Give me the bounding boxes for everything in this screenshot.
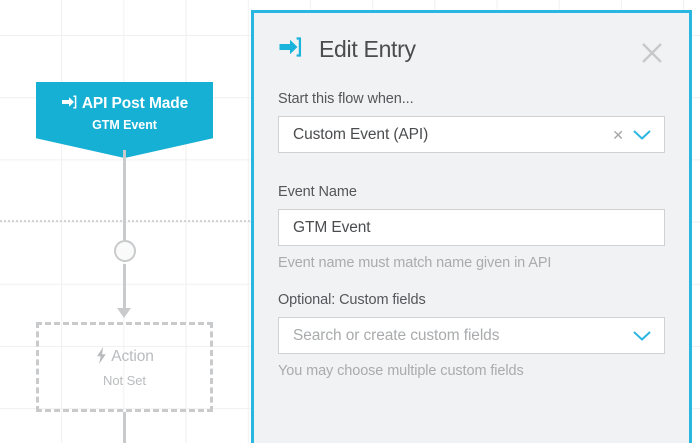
panel-header: Edit Entry <box>278 31 665 67</box>
clear-x-icon[interactable]: ✕ <box>612 126 624 143</box>
field-group-event-name: Event Name GTM Event Event name must mat… <box>278 184 665 271</box>
connector-line-bottom <box>123 412 126 443</box>
event-name-label: Event Name <box>278 184 357 200</box>
connector-arrowhead-icon <box>117 308 131 318</box>
trigger-title: API Post Made <box>81 95 189 113</box>
chevron-down-icon[interactable] <box>632 128 652 141</box>
trigger-select-label: Start this flow when... <box>278 91 414 107</box>
flow-node-trigger[interactable]: API Post Made GTM Event <box>36 82 213 158</box>
trigger-select-value: Custom Event (API) <box>293 125 429 143</box>
trigger-title-row: API Post Made <box>36 94 213 114</box>
panel-title: Edit Entry <box>319 35 416 62</box>
trigger-select-adornments: ✕ <box>612 128 652 142</box>
edit-entry-panel: Edit Entry Start this flow when... Custo… <box>251 10 692 443</box>
action-subtitle: Not Set <box>102 372 146 388</box>
custom-fields-adornments <box>632 329 652 342</box>
custom-fields-label: Optional: Custom fields <box>278 292 426 308</box>
close-icon[interactable] <box>639 40 665 66</box>
lightning-bolt-icon <box>95 346 108 368</box>
chevron-down-icon[interactable] <box>632 329 652 342</box>
event-name-input[interactable]: GTM Event <box>278 209 665 246</box>
flow-node-action-placeholder[interactable]: Action Not Set <box>36 322 213 412</box>
canvas-divider-line <box>0 220 262 222</box>
sign-in-arrow-icon <box>61 94 77 114</box>
trigger-subtitle: GTM Event <box>92 118 157 132</box>
action-title-row: Action <box>95 346 154 368</box>
custom-fields-helper: You may choose multiple custom fields <box>278 363 524 379</box>
field-group-trigger: Start this flow when... Custom Event (AP… <box>278 91 665 153</box>
field-group-custom-fields: Optional: Custom fields Search or create… <box>278 292 665 379</box>
event-name-helper: Event name must match name given in API <box>278 255 552 271</box>
sign-in-arrow-icon <box>278 35 302 64</box>
trigger-select[interactable]: Custom Event (API) ✕ <box>278 116 665 153</box>
custom-fields-placeholder: Search or create custom fields <box>293 326 500 344</box>
event-name-value: GTM Event <box>293 218 371 236</box>
action-title: Action <box>111 348 154 366</box>
panel-content: Edit Entry Start this flow when... Custo… <box>254 13 689 443</box>
connector-line-lower <box>123 264 126 314</box>
connector-line-upper <box>123 150 126 240</box>
connector-add-node-handle[interactable] <box>114 240 136 262</box>
custom-fields-select[interactable]: Search or create custom fields <box>278 317 665 354</box>
